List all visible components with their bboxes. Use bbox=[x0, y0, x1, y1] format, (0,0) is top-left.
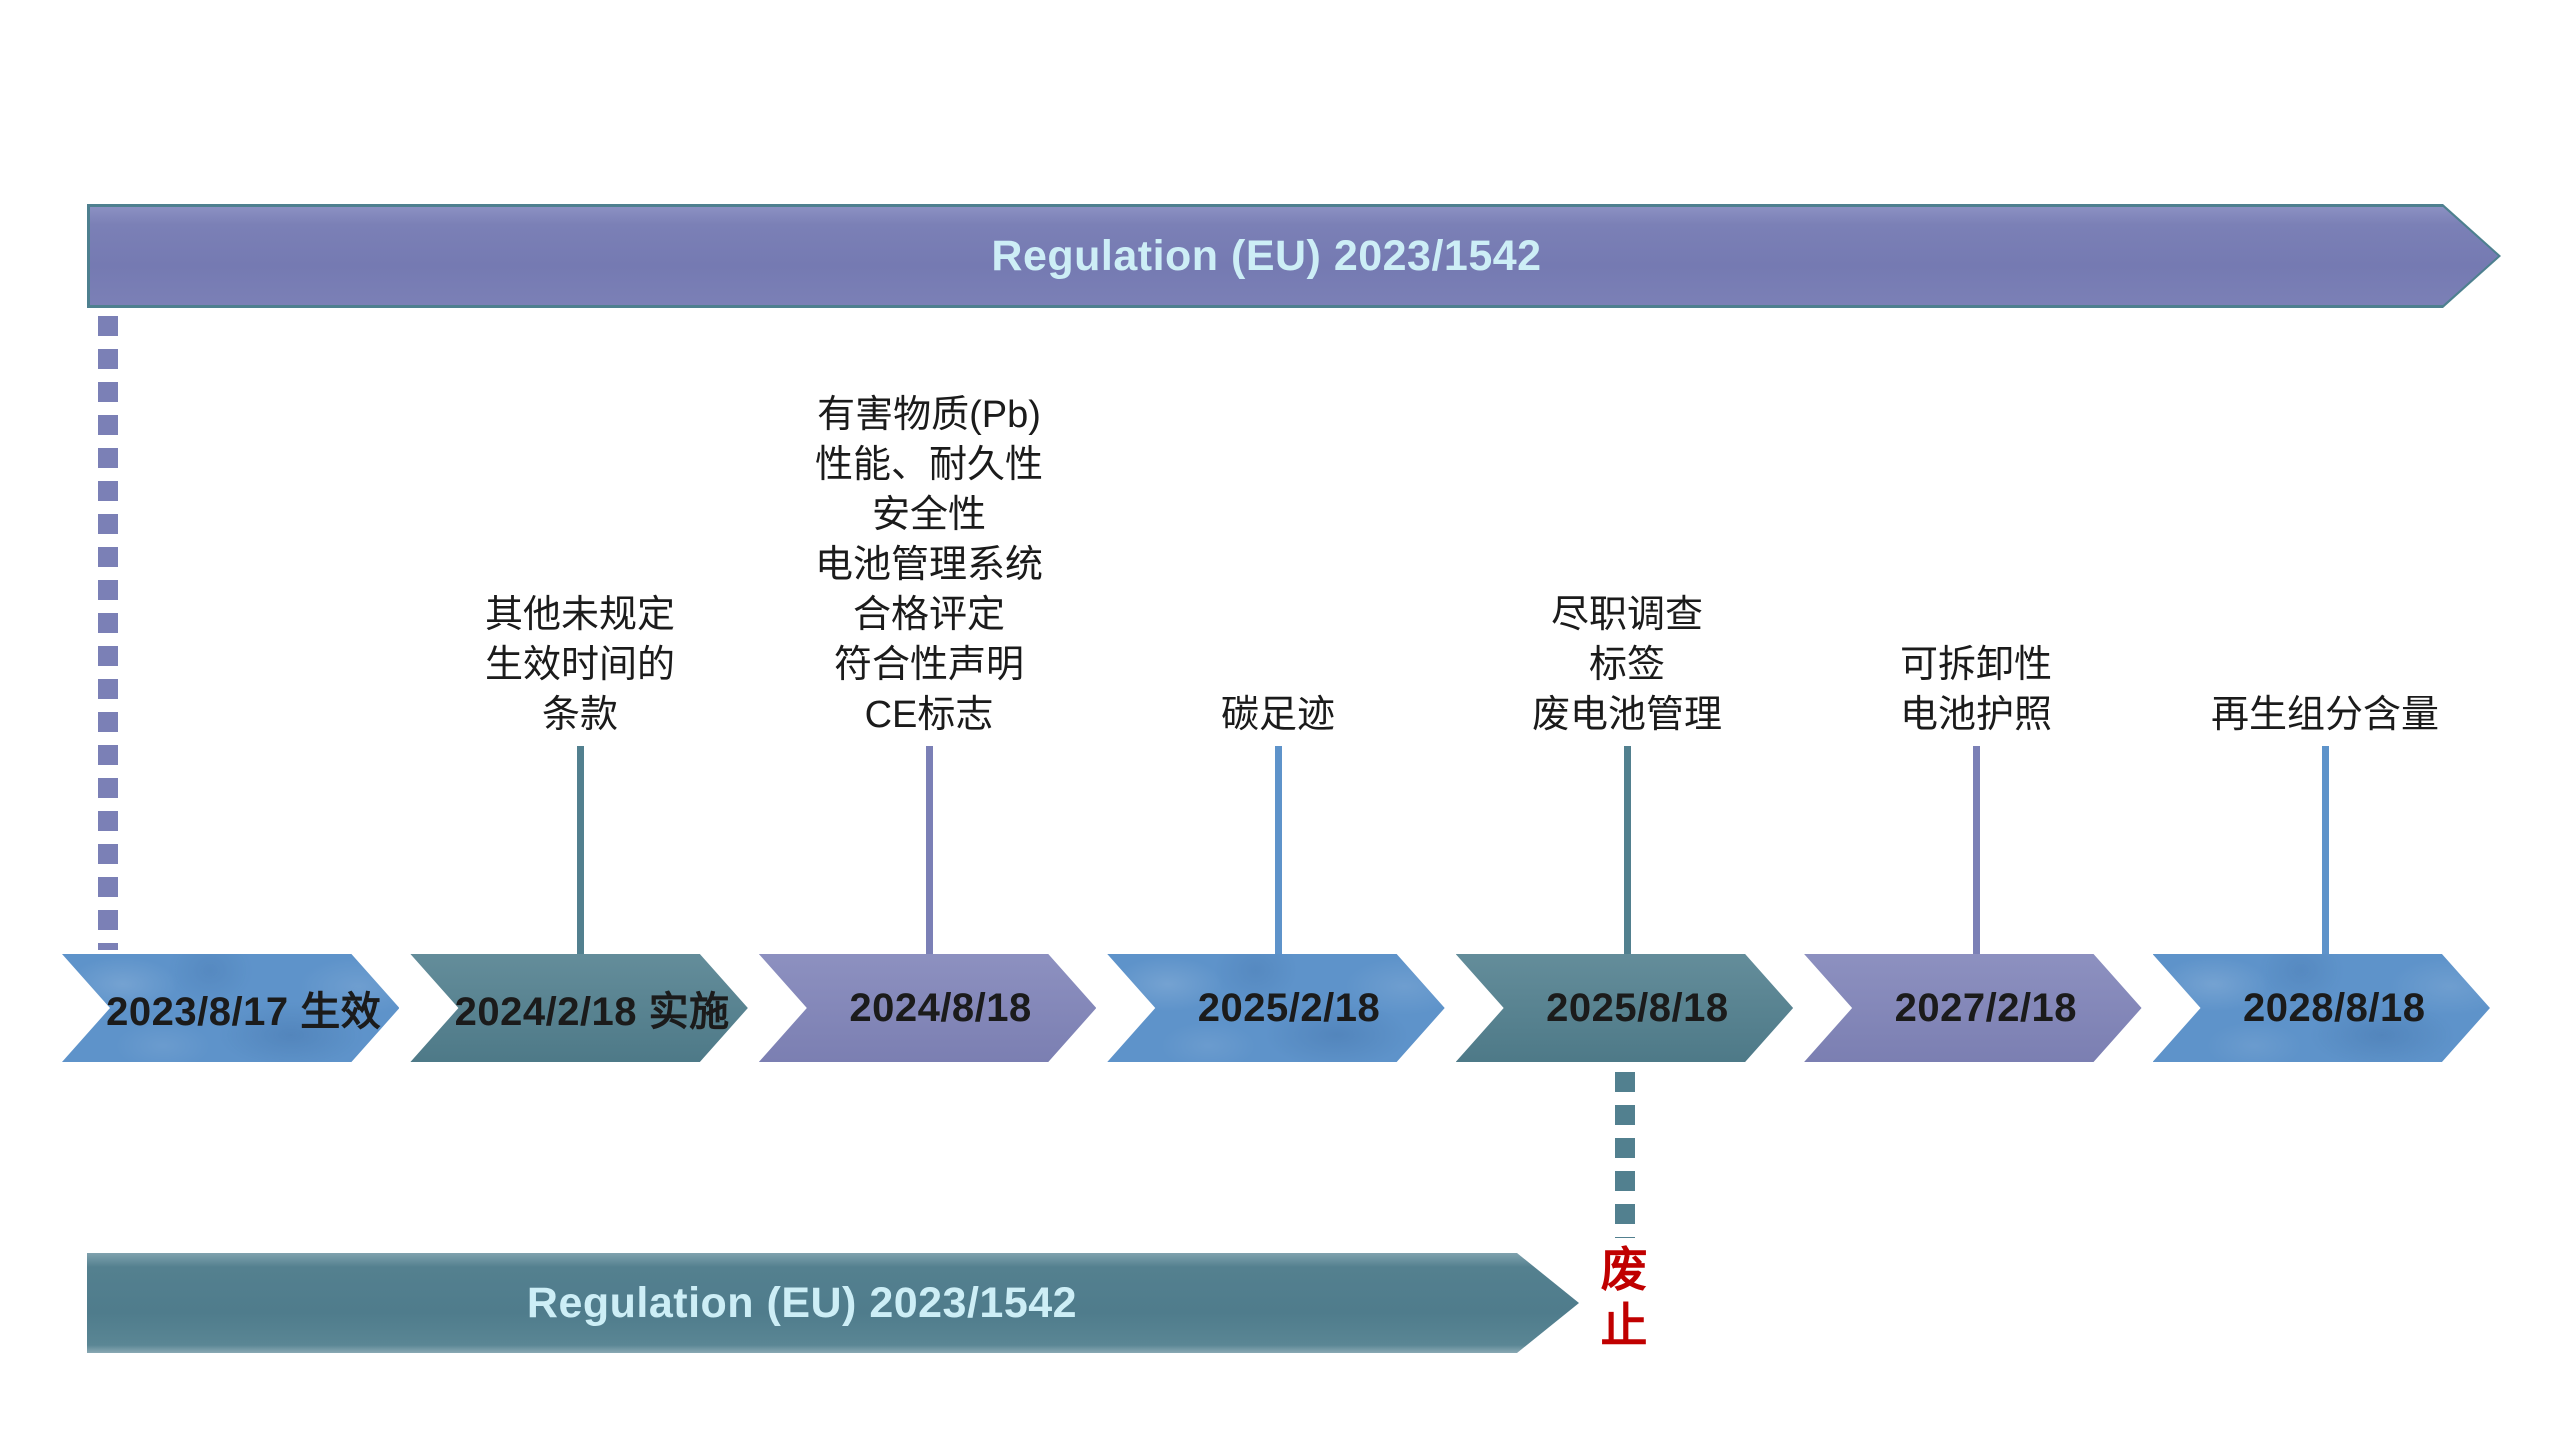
entry-into-force-dotted-line bbox=[98, 316, 118, 950]
connector-line-2025-2-18 bbox=[1275, 746, 1282, 958]
repeal-dotted-line bbox=[1615, 1072, 1635, 1238]
connector-line-2024-8-18 bbox=[926, 746, 933, 958]
chevron-date-label: 2027/2/18 bbox=[1894, 985, 2078, 1030]
connector-line-2025-8-18 bbox=[1624, 746, 1631, 958]
timeline-row: 2023/8/17 生效 2024/2/18 实施 2024/8/18 2025… bbox=[62, 954, 2490, 1062]
annotation-2028-8-18: 再生组分含量 bbox=[2210, 694, 2439, 736]
top-regulation-banner-label: Regulation (EU) 2023/1542 bbox=[991, 231, 1542, 280]
timeline-chevron-2027-2-18: 2027/2/18 bbox=[1804, 954, 2141, 1062]
timeline-chevron-2025-2-18: 2025/2/18 bbox=[1107, 954, 1444, 1062]
chevron-date-label: 2024/2/18 实施 bbox=[454, 990, 730, 1034]
chevron-date-label: 2024/8/18 bbox=[849, 985, 1032, 1030]
top-regulation-banner-arrow: Regulation (EU) 2023/1542 bbox=[87, 204, 2501, 308]
top-regulation-banner-fill: Regulation (EU) 2023/1542 bbox=[90, 207, 2498, 305]
annotation-2027-2-18: 可拆卸性 电池护照 bbox=[1899, 644, 2052, 736]
connector-line-2024-2-18 bbox=[577, 746, 584, 958]
timeline-chevron-2024-2-18: 2024/2/18 实施 bbox=[410, 954, 747, 1062]
chevron-date-label: 2028/8/18 bbox=[2243, 985, 2426, 1030]
timeline-chevron-2028-8-18: 2028/8/18 bbox=[2153, 954, 2490, 1062]
repeal-label: 废止 bbox=[1600, 1243, 1648, 1352]
annotation-2025-2-18: 碳足迹 bbox=[1220, 694, 1335, 736]
bottom-regulation-banner-arrow: Regulation (EU) 2023/1542 bbox=[87, 1253, 1579, 1353]
annotation-2024-8-18: 有害物质(Pb) 性能、耐久性 安全性 电池管理系统 合格评定 符合性声明 CE… bbox=[814, 394, 1043, 736]
annotation-2025-8-18: 尽职调查 标签 废电池管理 bbox=[1531, 594, 1722, 736]
timeline-chevron-2025-8-18: 2025/8/18 bbox=[1456, 954, 1793, 1062]
annotation-2024-2-18: 其他未规定 生效时间的 条款 bbox=[484, 594, 675, 736]
timeline-chevron-2024-8-18: 2024/8/18 bbox=[759, 954, 1096, 1062]
chevron-date-label: 2025/8/18 bbox=[1546, 985, 1729, 1030]
timeline-chevron-2023-8-17: 2023/8/17 生效 bbox=[62, 954, 399, 1062]
bottom-regulation-banner-label: Regulation (EU) 2023/1542 bbox=[526, 1278, 1078, 1327]
connector-line-2028-8-18 bbox=[2322, 746, 2329, 958]
connector-line-2027-2-18 bbox=[1973, 746, 1980, 958]
chevron-date-label: 2023/8/17 生效 bbox=[106, 990, 382, 1034]
chevron-date-label: 2025/2/18 bbox=[1197, 985, 1381, 1030]
